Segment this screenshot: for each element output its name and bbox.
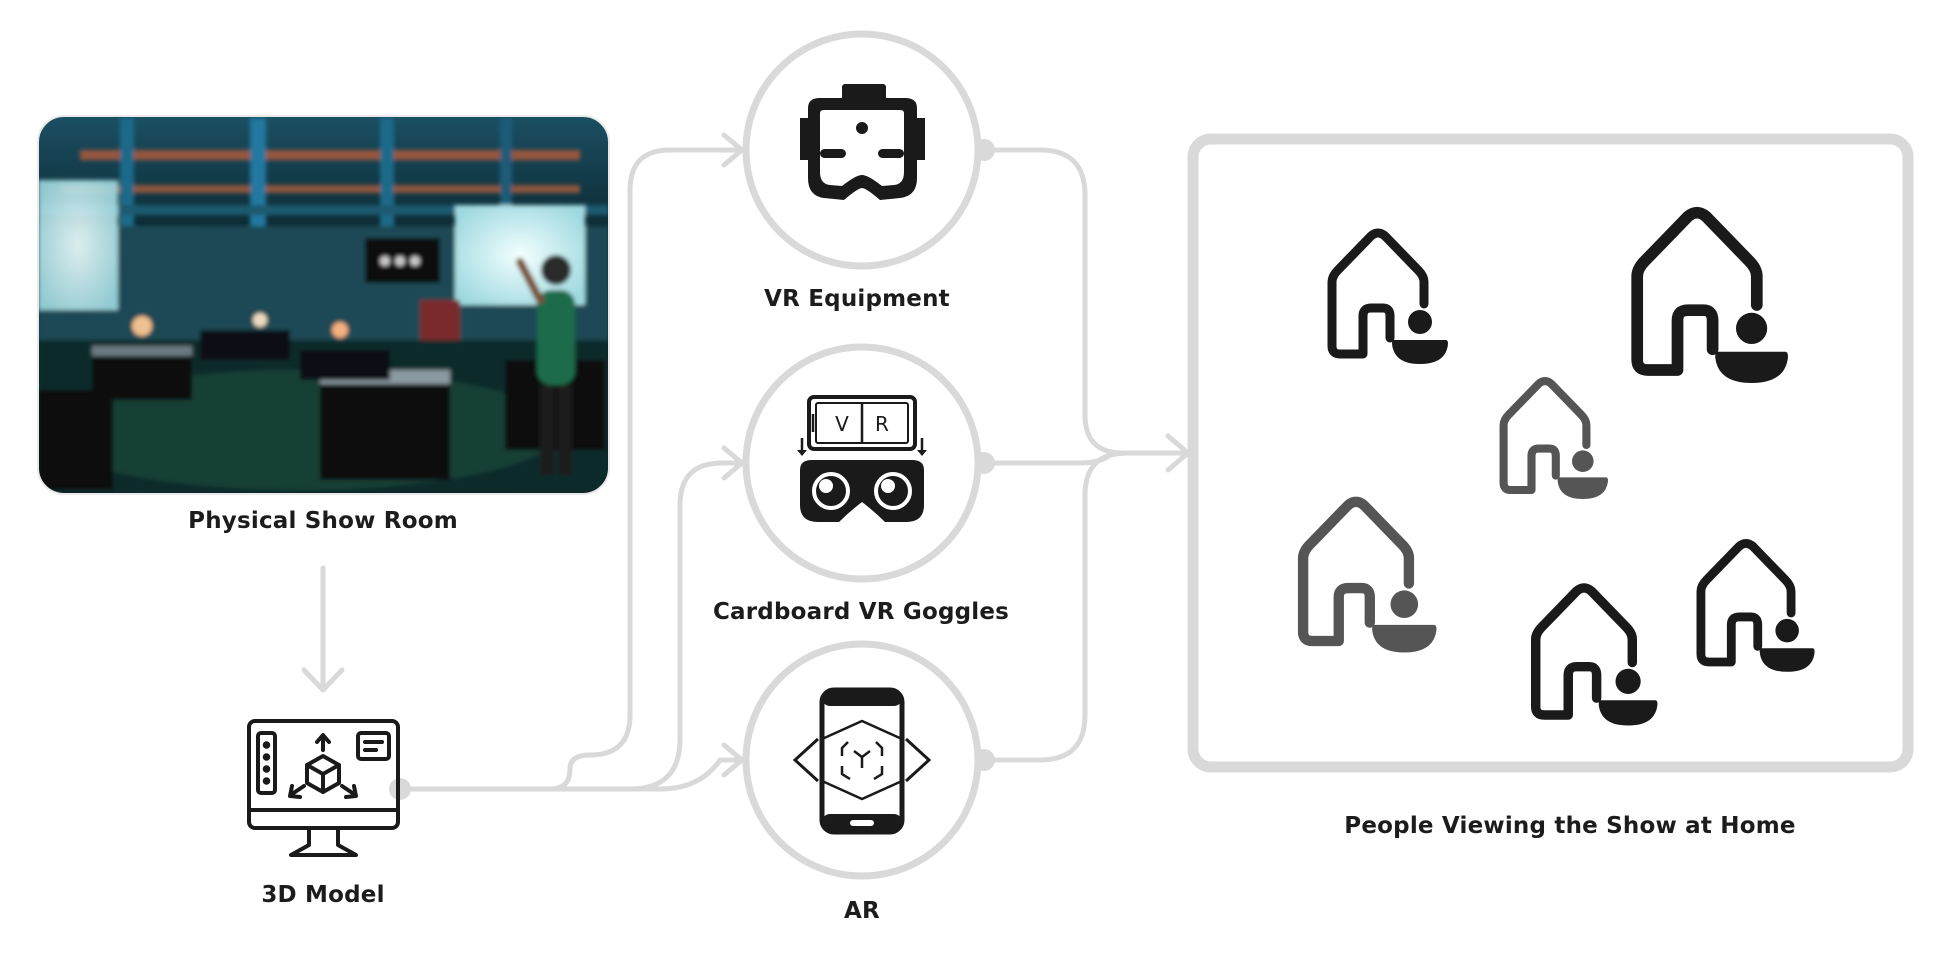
home-panel (1193, 139, 1908, 767)
cardboard-label: Cardboard VR Goggles (713, 599, 1009, 625)
model-label: 3D Model (261, 882, 384, 908)
3d-model-monitor-icon (249, 721, 398, 855)
cardboard-lens-right-letter: R (875, 412, 889, 436)
home-label: People Viewing the Show at Home (1344, 813, 1795, 839)
showroom-photo (38, 116, 609, 494)
showroom-label: Physical Show Room (188, 508, 458, 534)
ar-label: AR (844, 898, 880, 924)
cardboard-lens-left-letter: V (835, 412, 849, 436)
vr-headset-icon (800, 84, 925, 200)
connector-ar-to-home (984, 453, 1186, 760)
vr-equipment-label: VR Equipment (764, 286, 950, 312)
connector-vr-equipment-to-home (984, 150, 1186, 453)
